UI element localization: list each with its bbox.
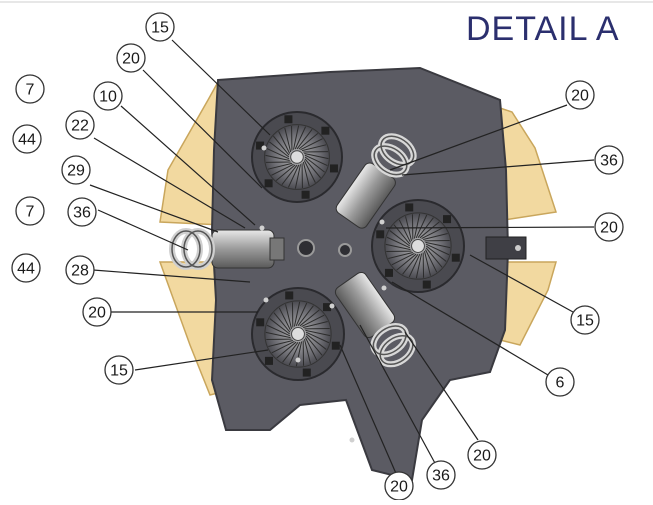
callout-label: 20 [473, 448, 491, 465]
callout-15: 15 [146, 13, 174, 41]
callout-label: 29 [67, 163, 85, 180]
callout-label: 20 [600, 220, 618, 237]
center-hub [298, 240, 314, 256]
center-hub-2 [339, 244, 351, 256]
callout-label: 20 [571, 88, 589, 105]
motor-left [172, 230, 284, 268]
callout-22: 22 [66, 111, 94, 139]
callout-36: 36 [595, 146, 623, 174]
callout-label: 44 [17, 261, 35, 278]
right-bracket [486, 237, 526, 259]
callout-20: 20 [468, 441, 496, 469]
callout-label: 15 [110, 363, 128, 380]
callout-label: 10 [99, 89, 117, 106]
callout-label: 28 [71, 263, 89, 280]
callout-label: 36 [600, 153, 618, 170]
detail-title: DETAIL A [466, 10, 620, 49]
callout-label: 44 [18, 132, 36, 149]
callout-label: 6 [556, 375, 565, 392]
callout-36: 36 [68, 198, 96, 226]
callout-36: 36 [427, 461, 455, 489]
callout-15: 15 [571, 306, 599, 334]
callout-15: 15 [105, 356, 133, 384]
callout-20: 20 [83, 298, 111, 326]
callout-label: 15 [576, 313, 594, 330]
callout-20: 20 [595, 213, 623, 241]
callout-label: 7 [26, 204, 35, 221]
callout-label: 36 [432, 468, 450, 485]
callout-7: 7 [16, 197, 44, 225]
callout-44: 44 [13, 125, 41, 153]
callout-44: 44 [12, 254, 40, 282]
callout-29: 29 [62, 156, 90, 184]
callout-label: 20 [122, 51, 140, 68]
callout-6: 6 [546, 368, 574, 396]
callout-label: 20 [390, 479, 408, 496]
callout-label: 20 [88, 305, 106, 322]
callout-10: 10 [94, 82, 122, 110]
callout-label: 15 [151, 20, 169, 37]
rotor-top [252, 112, 342, 202]
rotor-right [372, 200, 464, 292]
callout-label: 22 [71, 118, 89, 135]
callout-20: 20 [385, 472, 413, 500]
callout-20: 20 [566, 81, 594, 109]
callout-28: 28 [66, 256, 94, 284]
callout-20: 20 [117, 44, 145, 72]
callout-label: 7 [26, 82, 35, 99]
callout-label: 36 [73, 205, 91, 222]
callout-7: 7 [16, 75, 44, 103]
